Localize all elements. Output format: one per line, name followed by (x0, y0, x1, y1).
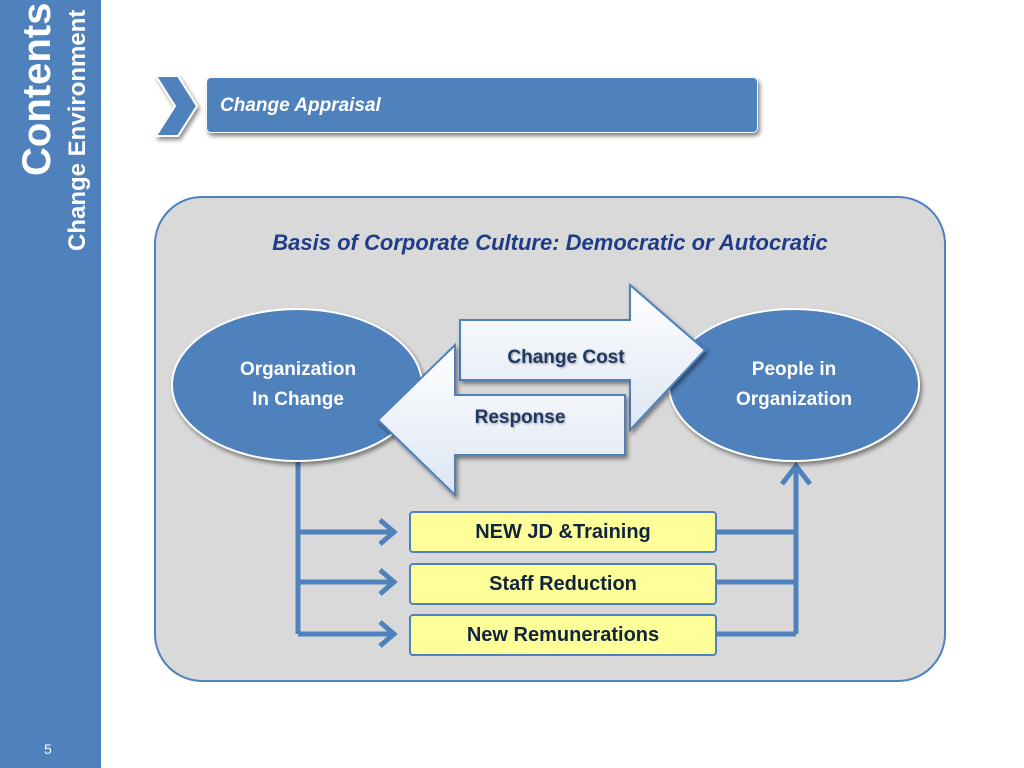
left-node-line-1: Organization (239, 359, 357, 380)
right-node-line-1: People in (751, 359, 837, 380)
change-cost-arrow (459, 282, 707, 433)
left-node-line-2: In Change (252, 389, 344, 410)
header-label: Change Appraisal (220, 95, 381, 116)
connector-lines (295, 458, 812, 648)
sidebar: Contents Change Environment 5 (0, 0, 101, 768)
left-node-label: Organization In Change (222, 355, 374, 415)
response-label: Response (474, 407, 566, 428)
right-node-line-2: Organization (735, 389, 853, 410)
change-cost-label: Change Cost (507, 347, 625, 368)
up-arrowhead (780, 461, 812, 486)
action-box-new-jd-training: NEW JD &Training (409, 511, 717, 553)
action-box-staff-reduction: Staff Reduction (409, 563, 717, 605)
response-arrow (376, 342, 626, 498)
page-number: 5 (44, 741, 52, 757)
right-node-label: People in Organization (718, 355, 870, 415)
branch-arrowhead-3 (378, 620, 398, 648)
header-bar: Change Appraisal (206, 77, 758, 133)
action-box-new-remunerations: New Remunerations (409, 614, 717, 656)
diagram-title: Basis of Corporate Culture: Democratic o… (272, 230, 828, 255)
header-chevron-icon (154, 75, 199, 137)
branch-arrowhead-2 (378, 568, 398, 596)
branch-arrowhead-1 (378, 518, 398, 546)
